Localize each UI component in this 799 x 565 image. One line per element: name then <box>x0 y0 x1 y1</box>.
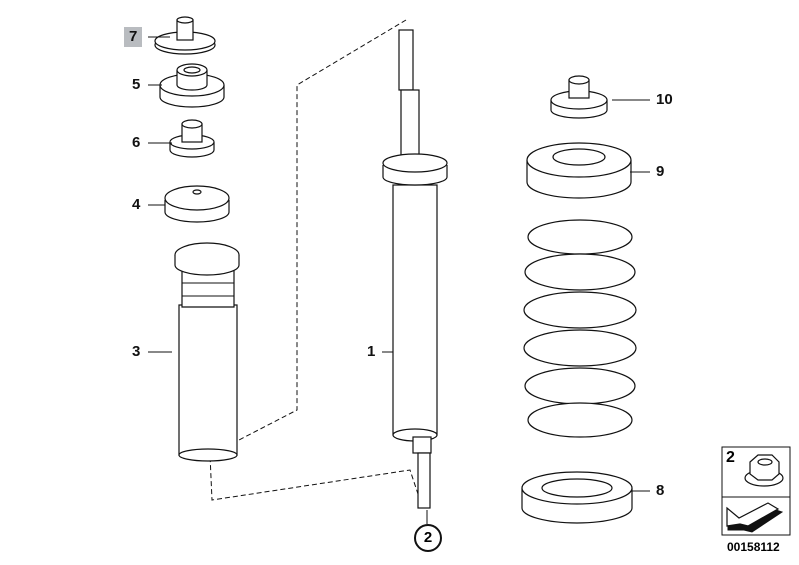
part-3-dust-boot[interactable] <box>174 242 240 462</box>
part-8-lower-spring-pad[interactable] <box>521 471 633 524</box>
callout-6[interactable]: 6 <box>132 134 141 151</box>
flange-nut-icon <box>744 454 784 487</box>
part-9-spring-pad[interactable] <box>526 142 632 199</box>
legend-item-number: 2 <box>726 449 735 466</box>
callout-3[interactable]: 3 <box>132 343 141 360</box>
diagram-code: 00158112 <box>727 540 780 554</box>
part-10-bump-stop[interactable] <box>550 75 608 119</box>
callout-8[interactable]: 8 <box>656 482 665 499</box>
arrow-back-icon[interactable] <box>726 502 784 533</box>
coil-spring[interactable] <box>523 219 637 438</box>
legend-box <box>721 446 791 536</box>
part-6-bump-stop-cap[interactable] <box>169 119 215 158</box>
part-5-rubber-mount[interactable] <box>159 63 225 108</box>
part-1-shock-absorber[interactable] <box>382 29 448 509</box>
leader-lines <box>148 36 650 524</box>
callout-5[interactable]: 5 <box>132 76 141 93</box>
assembly-dashed-line <box>209 19 421 501</box>
callout-9[interactable]: 9 <box>656 163 665 180</box>
callout-1[interactable]: 1 <box>367 343 376 360</box>
part-7-top-mount-nut[interactable] <box>154 16 216 55</box>
callout-2-circled[interactable]: 2 <box>414 524 442 552</box>
callout-10[interactable]: 10 <box>656 91 673 108</box>
callout-7[interactable]: 7 <box>124 27 143 47</box>
part-4-support-cap[interactable] <box>164 185 230 223</box>
callout-4[interactable]: 4 <box>132 196 141 213</box>
